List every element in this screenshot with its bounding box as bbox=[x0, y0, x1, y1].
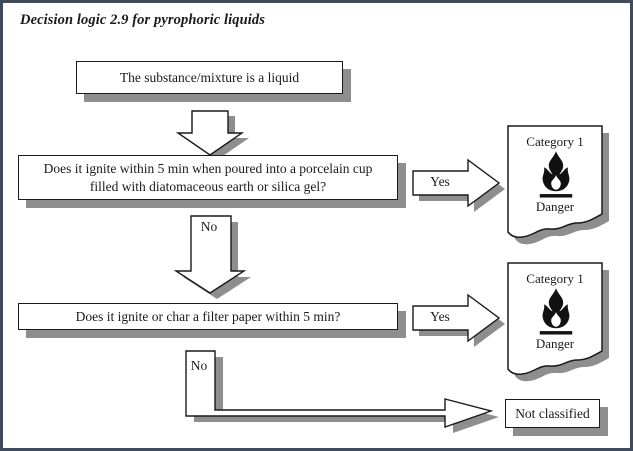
result2-document: Category 1 Danger bbox=[507, 262, 613, 394]
no-elbow-arrow-icon bbox=[185, 350, 499, 433]
page-title: Decision logic 2.9 for pyrophoric liquid… bbox=[20, 12, 265, 28]
no-elbow-arrow-shadow bbox=[194, 357, 499, 433]
yes1-label: Yes bbox=[430, 174, 450, 189]
down-arrow-icon bbox=[175, 110, 249, 160]
question2-label: Does it ignite or char a filter paper wi… bbox=[75, 308, 341, 324]
question2-box: Does it ignite or char a filter paper wi… bbox=[18, 303, 398, 330]
start-box-label: The substance/mixture is a liquid bbox=[119, 69, 300, 85]
result1-category: Category 1 bbox=[526, 134, 584, 149]
no-down-arrow-icon bbox=[173, 215, 251, 299]
flame-outer bbox=[542, 288, 570, 329]
yes-arrow-icon bbox=[412, 158, 505, 212]
flame-outer bbox=[542, 151, 570, 192]
flame-baseline bbox=[539, 194, 573, 198]
yes-arrow-icon bbox=[412, 293, 505, 347]
not-classified-box: Not classified bbox=[505, 399, 600, 428]
flame-icon bbox=[539, 288, 573, 335]
result2-category: Category 1 bbox=[526, 271, 584, 286]
flame-inner bbox=[551, 175, 561, 190]
result1-document: Category 1 Danger bbox=[507, 125, 613, 257]
no-down-arrow-body bbox=[173, 215, 247, 294]
no2-label: No bbox=[190, 358, 208, 373]
result2-signal-word: Danger bbox=[535, 336, 575, 351]
result1-signal-word: Danger bbox=[535, 199, 575, 214]
no-elbow-arrow-body bbox=[185, 350, 494, 428]
yes-arrow-body bbox=[412, 293, 501, 343]
down-arrow-body bbox=[175, 110, 245, 156]
flame-icon bbox=[539, 151, 573, 198]
not-classified-label: Not classified bbox=[515, 405, 590, 421]
question1-label: Does it ignite within 5 min when poured … bbox=[43, 160, 373, 194]
no1-label: No bbox=[200, 219, 218, 234]
flame-baseline bbox=[539, 331, 573, 335]
question1-box: Does it ignite within 5 min when poured … bbox=[18, 155, 398, 200]
start-box: The substance/mixture is a liquid bbox=[76, 61, 343, 94]
yes-arrow-body bbox=[412, 158, 501, 208]
flame-inner bbox=[551, 312, 561, 327]
yes2-label: Yes bbox=[430, 309, 450, 324]
